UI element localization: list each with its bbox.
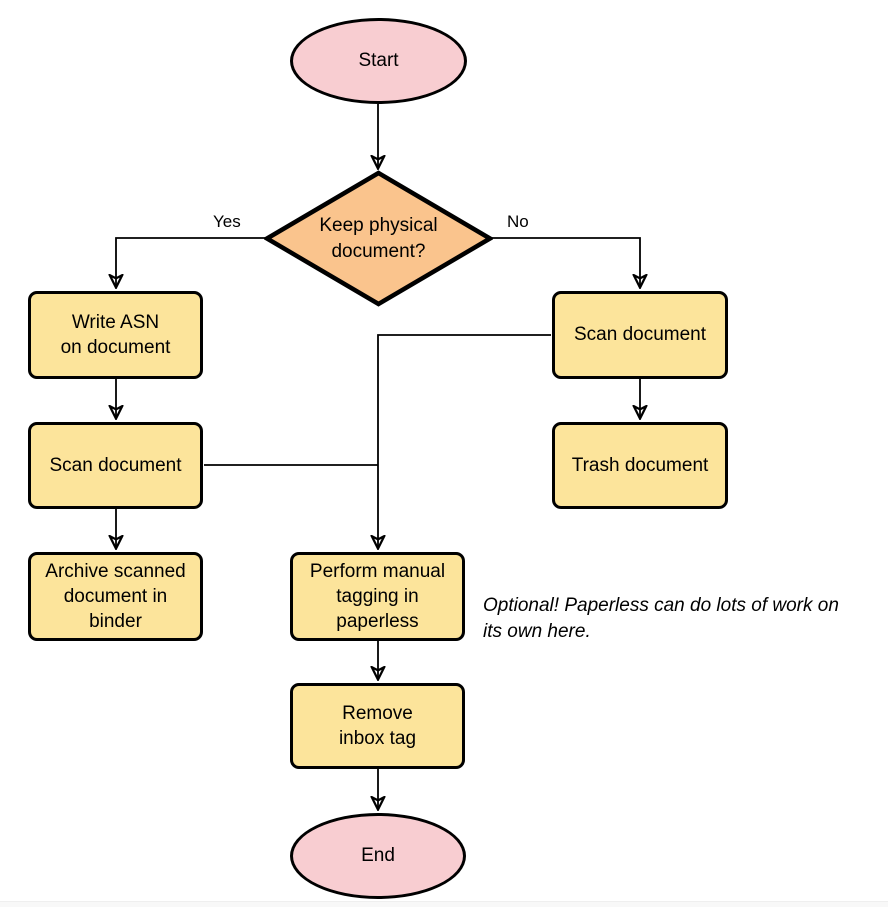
node-scan-document-right: Scan document <box>552 291 728 379</box>
edge-label-yes: Yes <box>213 212 241 231</box>
page-bottom-edge <box>0 901 888 907</box>
node-write-asn-label: Write ASN on document <box>60 311 171 358</box>
diamond-shape <box>264 170 493 307</box>
node-start: Start <box>290 18 467 104</box>
node-remove-inbox-tag-label: Remove inbox tag <box>338 702 417 749</box>
annotation-line-2: its own here. <box>483 620 591 642</box>
annotation-line-1: Optional! Paperless can do lots of work … <box>483 595 839 616</box>
edge-label-no: No <box>507 212 529 231</box>
node-scan-document-left-label: Scan document <box>49 454 182 476</box>
node-end: End <box>290 813 466 899</box>
edge-decision-yes-to-write-asn <box>116 237 265 287</box>
annotation-optional-note: Optional! Paperless can do lots of work … <box>483 593 888 644</box>
node-end-label: End <box>361 845 395 867</box>
node-archive-binder-label: Archive scanned document in binder <box>45 560 186 633</box>
edge-decision-no-to-scan-right <box>491 237 640 287</box>
node-scan-document-right-label: Scan document <box>573 324 707 346</box>
node-trash-document-label: Trash document <box>571 454 709 476</box>
node-decision-label: Keep physical document? <box>319 215 438 262</box>
node-decision: Keep physical document? <box>264 170 493 307</box>
node-scan-document-left: Scan document <box>28 422 203 509</box>
node-write-asn: Write ASN on document <box>28 291 203 379</box>
node-manual-tagging: Perform manual tagging in paperless <box>290 552 465 641</box>
node-manual-tagging-label: Perform manual tagging in paperless <box>309 560 446 633</box>
node-trash-document: Trash document <box>552 422 728 509</box>
node-remove-inbox-tag: Remove inbox tag <box>290 683 465 769</box>
node-archive-binder: Archive scanned document in binder <box>28 552 203 641</box>
edge-scan-right-to-tagging <box>378 334 551 548</box>
node-start-label: Start <box>358 50 399 72</box>
